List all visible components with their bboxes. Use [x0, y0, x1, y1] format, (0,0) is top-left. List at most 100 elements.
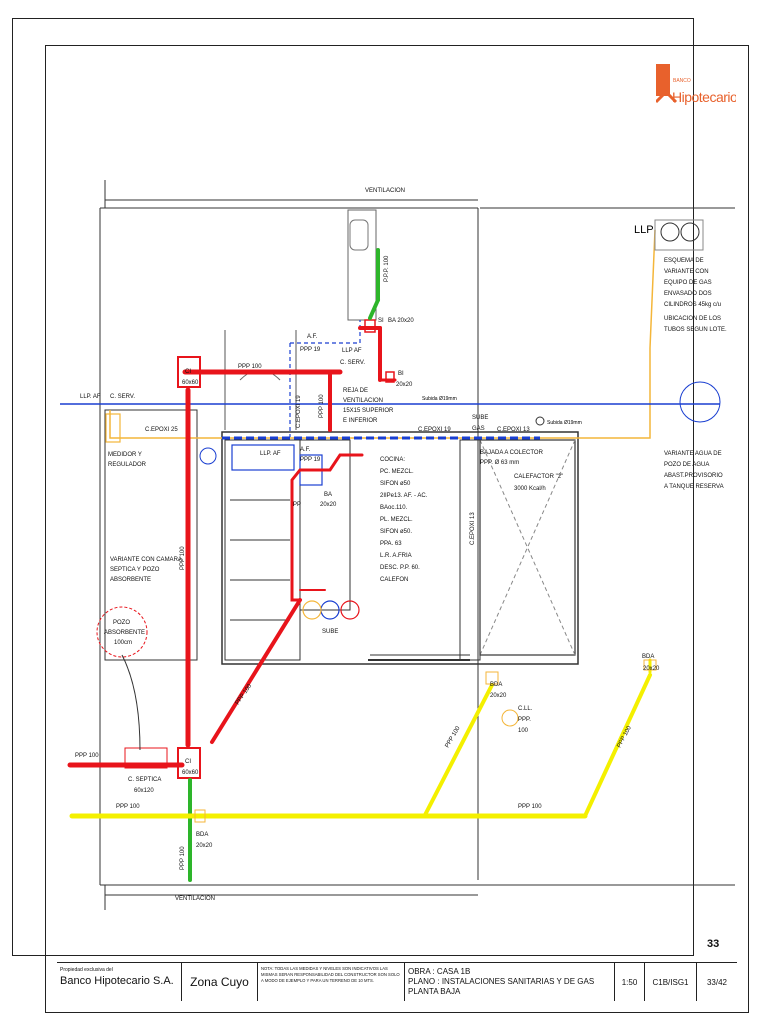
svg-text:CALEFON: CALEFON [380, 577, 408, 583]
fixture-3-icon [302, 600, 322, 620]
fixture-1-icon [340, 600, 360, 620]
variante-pozo-note: VARIANTE AGUA DE POZO DE AGUA ABAST.PROV… [664, 451, 724, 490]
owner-name: Banco Hipotecario S.A. [60, 975, 174, 987]
label-sube-gas-1: SUBE [472, 415, 488, 421]
label-ppp100-vert-left: PPP 100 [180, 546, 186, 570]
label-ppp19-mid: PPP 19 [300, 457, 321, 463]
water-line [60, 320, 721, 486]
label-bi: BI [398, 371, 404, 377]
sewer-line [67, 326, 397, 768]
label-pozo-3: 100cm [114, 640, 132, 646]
label-ppp100-vert-bottom: PPP 100 [180, 846, 186, 870]
septica-box [124, 747, 168, 769]
label-cepoxi19-a: C.EPOXI 19 [296, 395, 302, 428]
ci-top-box [177, 356, 201, 388]
label-ppp100-vert-a: PPP 100 [319, 394, 325, 418]
label-sube: SUBE [322, 629, 338, 635]
svg-text:DESC. P.P. 60.: DESC. P.P. 60. [380, 565, 420, 571]
label-ci-bottom-size: 60x60 [182, 770, 199, 776]
svg-text:PL. MEZCL.: PL. MEZCL. [380, 517, 413, 523]
gas-line [105, 229, 656, 443]
label-subida: Subida Ø19mm [422, 396, 457, 402]
svg-text:E INFERIOR: E INFERIOR [343, 418, 378, 424]
ci-bottom-box [177, 747, 201, 779]
owner-cell: Propiedad exclusiva del Banco Hipotecari… [57, 963, 182, 1001]
label-bda-right-size: 20x20 [643, 666, 660, 672]
label-bi-size: 20x20 [396, 382, 413, 388]
logo-small: BANCO [673, 78, 691, 84]
reja-note: REJA DE VENTILACION 15X15 SUPERIOR E INF… [343, 388, 394, 424]
svg-text:SIFON ø50: SIFON ø50 [380, 481, 411, 487]
svg-text:TUBOS SEGUN LOTE.: TUBOS SEGUN LOTE. [664, 327, 727, 333]
label-cepoxi25: C.EPOXI 25 [145, 427, 178, 433]
label-septica-1: C. SEPTICA [128, 777, 161, 783]
ventilation-line [188, 248, 380, 882]
obra-value: CASA 1B [436, 967, 471, 976]
svg-text:VARIANTE AGUA DE: VARIANTE AGUA DE [664, 451, 722, 457]
label-calefactor-2: 3000 Kcal/h [514, 486, 546, 492]
label-ppp100-top: P.P.P. 100 [384, 255, 390, 282]
label-sube-gas-2: GAS [472, 426, 485, 432]
label-cepoxi13: C.EPOXI 13 [497, 427, 530, 433]
bda-bottom-box [194, 809, 206, 823]
label-ba-mid: BA [324, 492, 332, 498]
bda-right-box [643, 659, 657, 671]
svg-text:L.R. A.FRIA: L.R. A.FRIA [380, 553, 412, 559]
page-number: 33 [707, 938, 720, 950]
label-cepoxi19-b: C.EPOXI 19 [418, 427, 451, 433]
label-ppp100-left: PPP 100 [75, 753, 99, 759]
bi-box [385, 371, 395, 383]
svg-text:VENTILACION: VENTILACION [343, 398, 383, 404]
label-ppp100-diag: PPP 100 [235, 683, 254, 706]
storm-line [69, 658, 652, 819]
gas-cylinders [654, 219, 704, 251]
variante-camara-note: VARIANTE CON CAMARA SEPTICA Y POZO ABSOR… [110, 557, 182, 583]
svg-text:POZO DE AGUA: POZO DE AGUA [664, 462, 709, 468]
label-llp-af: LLP AF [342, 348, 362, 354]
label-medidor-1: MEDIDOR Y [108, 452, 142, 458]
label-cepoxi13-vert: C.EPOXI 13 [470, 512, 476, 545]
zone-cell: Zona Cuyo [182, 963, 258, 1001]
logo-mark-icon [656, 64, 670, 96]
label-pp: PP [293, 502, 301, 508]
label-ventilacion-bottom: VENTILACION [175, 896, 215, 902]
label-llp-af-left: LLP. AF [80, 394, 101, 400]
note-cell: NOTA: TODAS LAS MEDIDAS Y NIVELES SON IN… [258, 963, 405, 1001]
label-bda-bottom-size: 20x20 [196, 843, 213, 849]
svg-text:PC. MEZCL.: PC. MEZCL. [380, 469, 414, 475]
svg-text:EQUIPO DE GAS: EQUIPO DE GAS [664, 280, 712, 286]
label-pozo-1: POZO [113, 620, 130, 626]
label-cserv-left: C. SERV. [110, 394, 135, 400]
svg-text:REJA DE: REJA DE [343, 388, 368, 394]
svg-text:ESQUEMA DE: ESQUEMA DE [664, 258, 704, 264]
label-subida-s: Subida Ø19mm [547, 420, 582, 426]
gas-note: ESQUEMA DE VARIANTE CON EQUIPO DE GAS EN… [664, 258, 727, 333]
svg-text:BAoc.110.: BAoc.110. [380, 505, 408, 511]
svg-text:PPA. 63: PPA. 63 [380, 541, 402, 547]
svg-text:VARIANTE CON CAMARA: VARIANTE CON CAMARA [110, 557, 182, 563]
label-cll-3: 100 [518, 728, 529, 734]
label-ci-bottom: CI [185, 759, 191, 765]
svg-text:2IIPe13. AF. - AC.: 2IIPe13. AF. - AC. [380, 493, 428, 499]
label-cll-1: C.LL. [518, 706, 533, 712]
drawing-sheet [45, 45, 749, 1013]
ba-top-box [364, 319, 376, 333]
sheet-value: 33/42 [706, 977, 728, 987]
scale-cell: 1:50 [615, 963, 645, 1001]
label-ppp100-diag3: PPP 100 [616, 725, 633, 749]
title-block: Propiedad exclusiva del Banco Hipotecari… [57, 962, 737, 1001]
label-ppp19: PPP 19 [300, 347, 321, 353]
label-bda-mid-size: 20x20 [490, 693, 507, 699]
label-ventilacion-top: VENTILACION [365, 188, 405, 194]
owner-small: Propiedad exclusiva del [60, 967, 113, 973]
label-si: SI [378, 318, 384, 324]
obra-label: OBRA : [408, 967, 435, 976]
label-ci-top-size: 60x60 [182, 380, 199, 386]
label-af-mid: A.F. [300, 447, 311, 453]
label-medidor-2: REGULADOR [108, 462, 147, 468]
label-bda-right: BDA [642, 654, 654, 660]
label-af: A.F. [307, 334, 318, 340]
label-ba-mid-size: 20x20 [320, 502, 337, 508]
label-ppp100-bottom-left: PPP 100 [116, 804, 140, 810]
